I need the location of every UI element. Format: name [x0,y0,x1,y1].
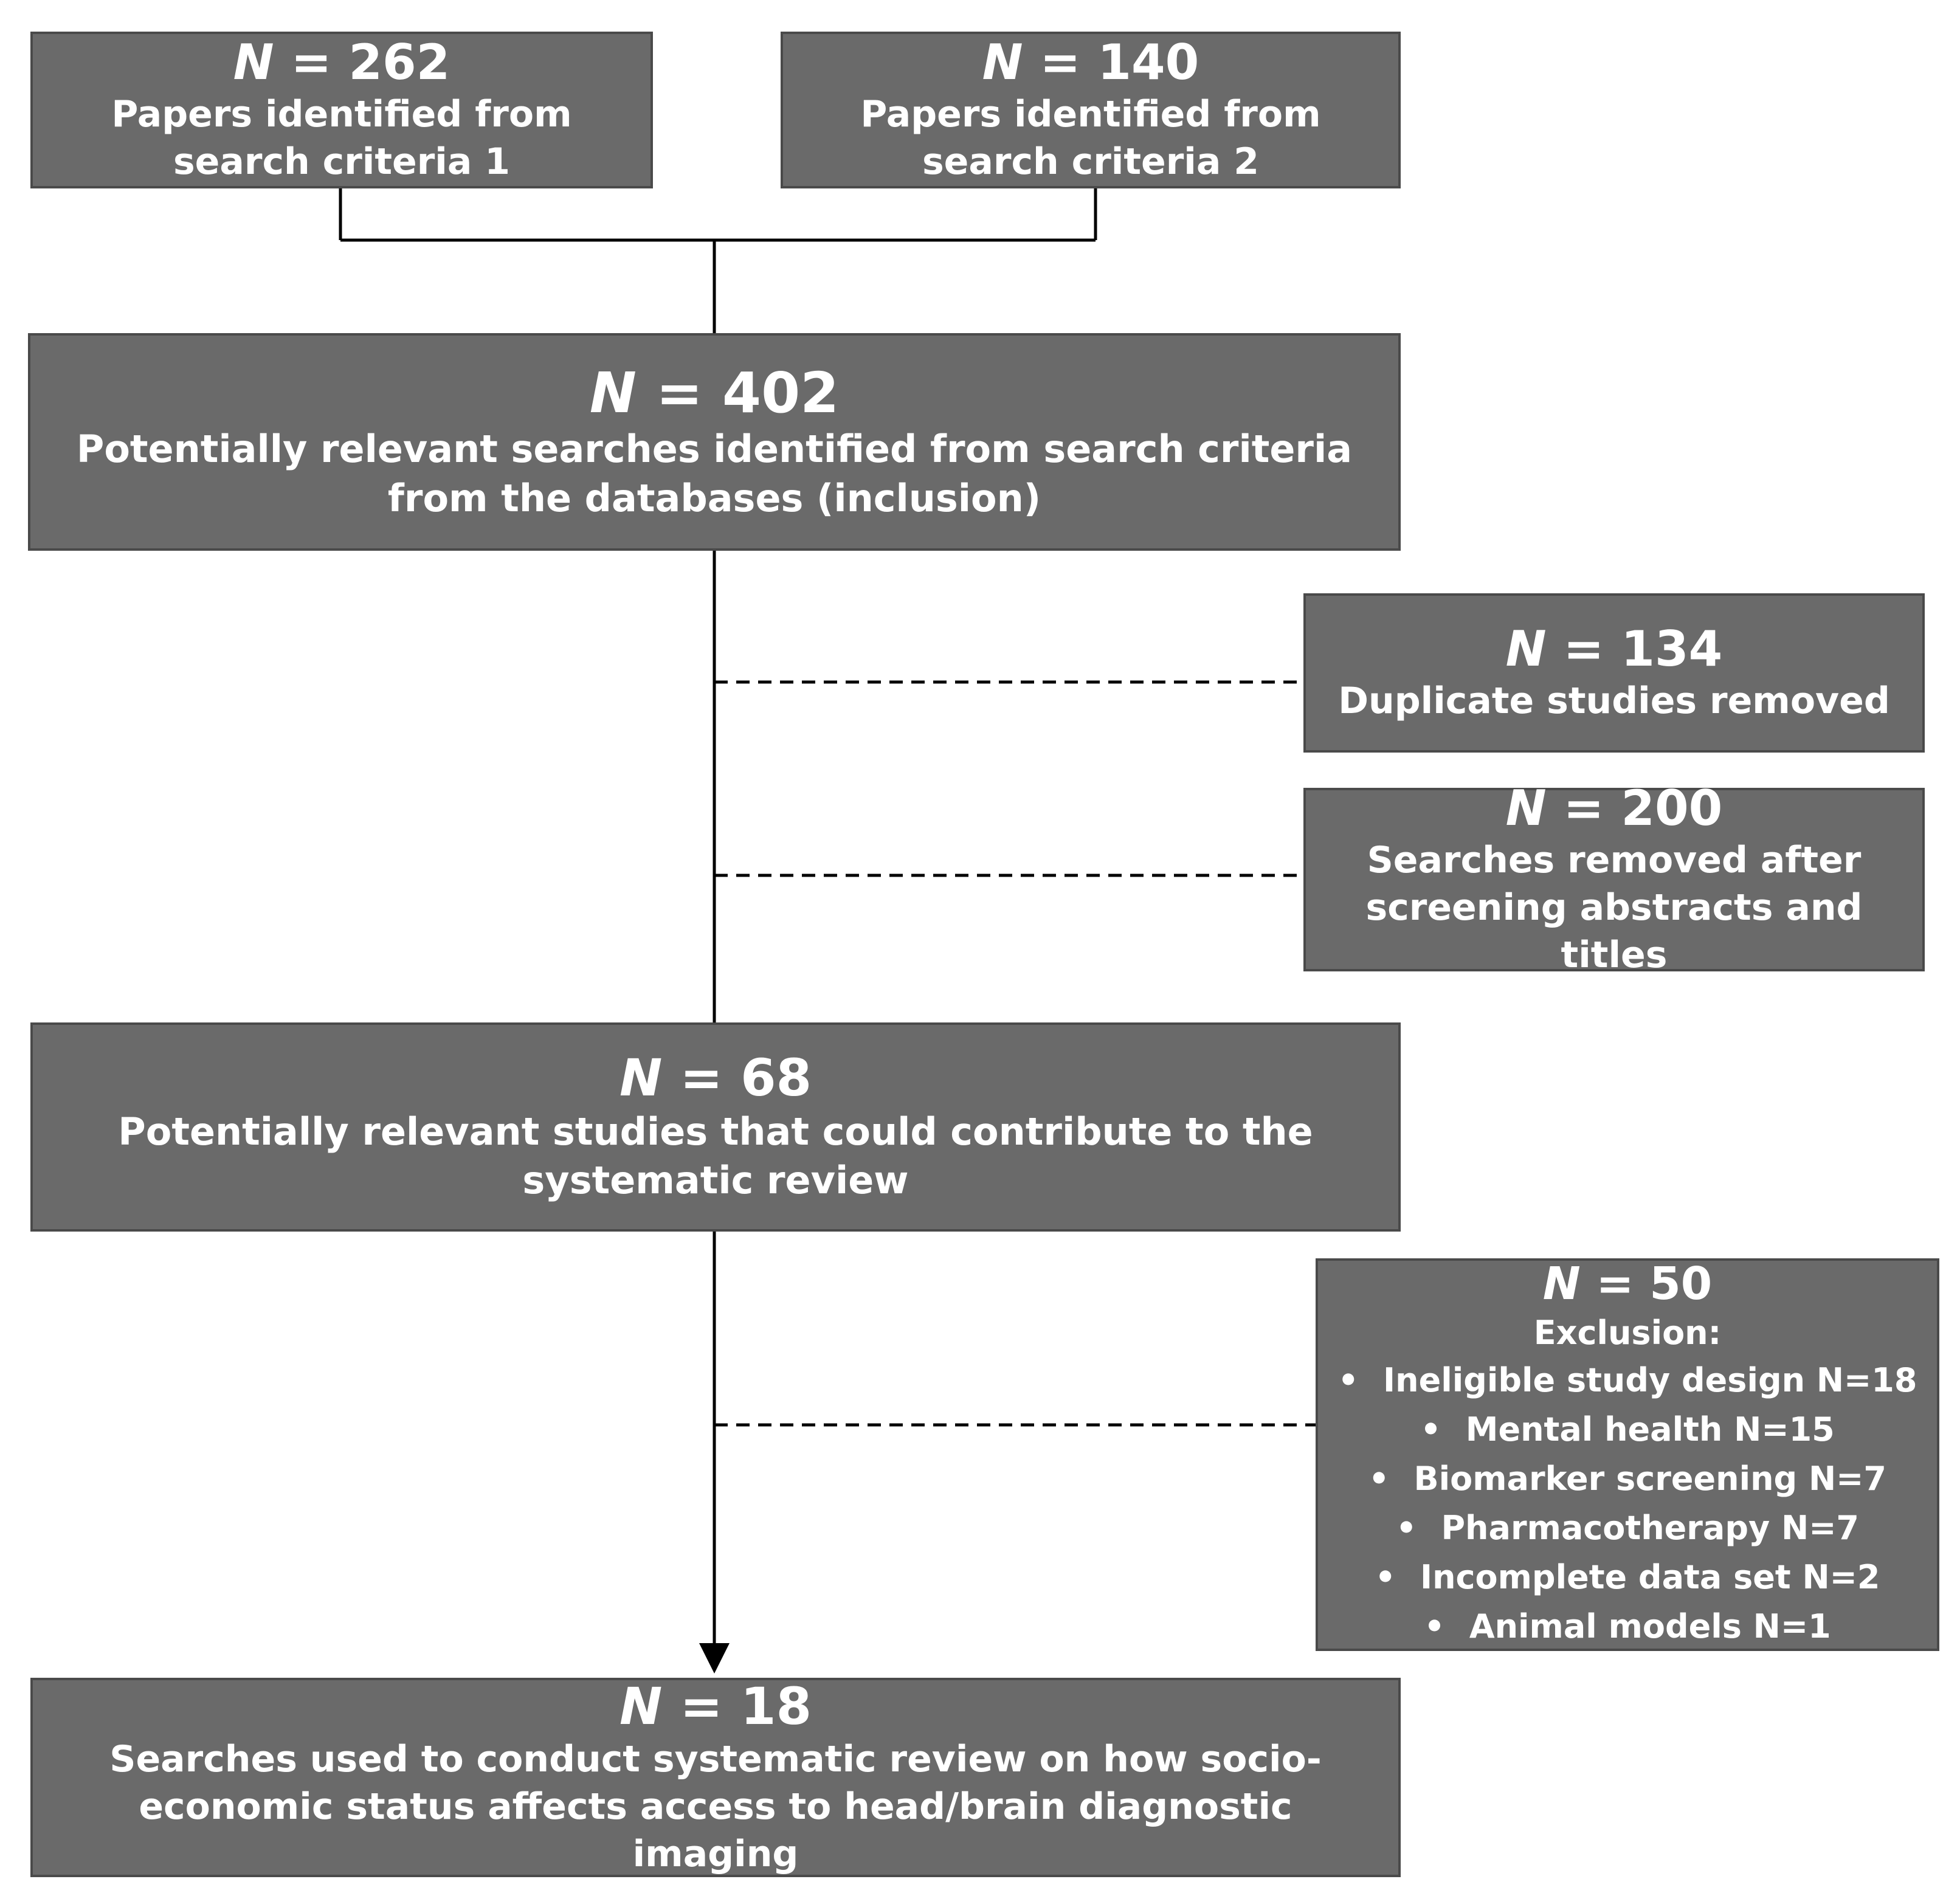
combined-box: N = 402 Potentially relevant searches id… [28,333,1401,551]
exclusion-item: •Animal models N=1 [1424,1607,1831,1646]
screened-count: N = 200 [1505,780,1723,836]
search1-box: N = 262 Papers identified from search cr… [30,32,653,188]
screened-description: Searches removed after screening abstrac… [1365,839,1863,976]
combined-description: Potentially relevant searches identified… [76,427,1353,520]
excluded-box: N = 50 Exclusion: •Ineligible study desi… [1316,1258,1939,1651]
exclusion-item: •Mental health N=15 [1420,1410,1835,1449]
relevant-description: Potentially relevant studies that could … [118,1109,1313,1203]
bullet-icon: • [1368,1460,1390,1498]
exclusion-item: •Ineligible study design N=18 [1337,1361,1917,1400]
bullet-icon: • [1420,1410,1441,1449]
relevant-box: N = 68 Potentially relevant studies that… [30,1022,1401,1232]
search2-description: Papers identified from search criteria 2 [860,93,1321,183]
relevant-count: N = 68 [619,1048,812,1108]
duplicates-description: Duplicate studies removed [1338,680,1890,722]
final-count: N = 18 [619,1676,812,1736]
duplicates-count: N = 134 [1505,621,1723,677]
exclusion-item: •Pharmacotherapy N=7 [1395,1509,1860,1548]
search2-box: N = 140 Papers identified from search cr… [781,32,1401,188]
combined-count: N = 402 [589,360,840,426]
bullet-icon: • [1395,1509,1417,1548]
search2-count: N = 140 [982,34,1199,91]
exclusion-item: •Biomarker screening N=7 [1368,1460,1886,1498]
final-description: Searches used to conduct systematic revi… [109,1738,1322,1876]
exclusion-list: •Ineligible study design N=18 •Mental he… [1338,1356,1917,1651]
excluded-count: N = 50 [1542,1257,1713,1310]
screened-box: N = 200 Searches removed after screening… [1303,781,1925,976]
exclusion-item: •Incomplete data set N=2 [1375,1558,1880,1597]
search1-count: N = 262 [233,34,450,91]
duplicates-box: N = 134 Duplicate studies removed [1303,593,1925,753]
bullet-icon: • [1375,1558,1396,1597]
bullet-icon: • [1424,1607,1445,1646]
bullet-icon: • [1337,1361,1359,1400]
final-box: N = 18 Searches used to conduct systemat… [30,1676,1401,1877]
exclusion-heading: Exclusion: [1533,1313,1722,1352]
search1-description: Papers identified from search criteria 1 [111,93,572,183]
